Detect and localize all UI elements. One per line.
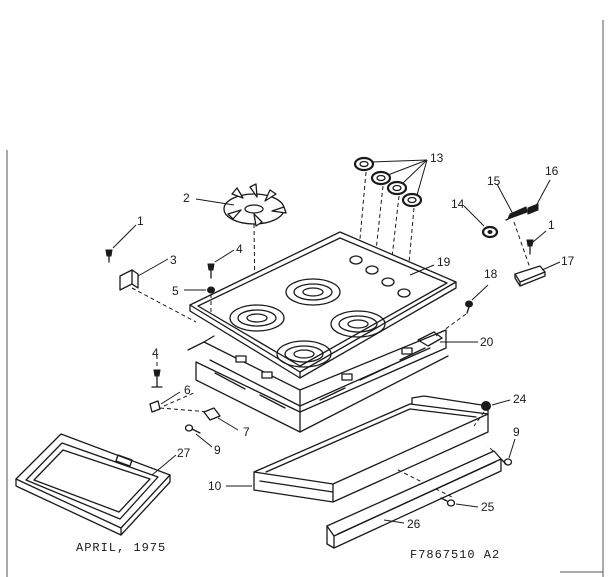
callout-2: 2 bbox=[183, 191, 190, 205]
part-24-knob bbox=[473, 399, 511, 427]
caption-date: APRIL, 1975 bbox=[76, 541, 166, 555]
callout-4-top: 4 bbox=[236, 242, 243, 256]
callout-20: 20 bbox=[480, 335, 494, 349]
callout-7: 7 bbox=[243, 425, 250, 439]
callout-9-left: 9 bbox=[214, 443, 221, 457]
part-2-burner-grate bbox=[195, 183, 287, 301]
part-6-clip bbox=[149, 391, 211, 413]
callout-15: 15 bbox=[487, 174, 501, 188]
part-10-front-panel bbox=[226, 395, 489, 503]
part-26-trim-strip bbox=[326, 450, 502, 549]
part-14-nut bbox=[463, 205, 499, 239]
part-9-screw-left bbox=[184, 424, 213, 448]
callout-13: 13 bbox=[430, 151, 444, 165]
caption-drawing-number: F7867510 A2 bbox=[410, 548, 500, 562]
part-18-screw bbox=[435, 284, 489, 337]
part-4-screw-lower bbox=[151, 356, 163, 388]
part-13-burner-caps bbox=[353, 156, 428, 286]
callout-27: 27 bbox=[177, 446, 191, 460]
part-7-spacer bbox=[203, 407, 239, 431]
callout-18: 18 bbox=[484, 267, 498, 281]
callout-16: 16 bbox=[545, 164, 559, 178]
scan-edges bbox=[6, 20, 604, 577]
callout-9-right: 9 bbox=[513, 425, 520, 439]
callout-3: 3 bbox=[170, 253, 177, 267]
part-19-cooktop bbox=[189, 231, 457, 379]
part-20-burner-box bbox=[163, 329, 478, 433]
part-5-clip bbox=[184, 286, 215, 312]
part-25-screw bbox=[440, 497, 479, 508]
part-16-clip bbox=[527, 179, 551, 215]
part-15-rod bbox=[496, 183, 531, 269]
callout-14: 14 bbox=[451, 197, 465, 211]
part-27-drip-tray bbox=[15, 433, 177, 536]
part-4-screw-top bbox=[207, 249, 235, 279]
callout-1-right: 1 bbox=[548, 218, 555, 232]
callout-25: 25 bbox=[481, 500, 495, 514]
callout-labels: 1 2 3 4 5 4 6 7 9 10 13 14 15 16 1 17 18… bbox=[137, 151, 575, 531]
callout-6: 6 bbox=[184, 383, 191, 397]
part-3-bracket bbox=[119, 258, 197, 323]
callout-24: 24 bbox=[513, 392, 527, 406]
part-17-bracket bbox=[514, 261, 561, 287]
callout-19: 19 bbox=[437, 255, 451, 269]
callout-17: 17 bbox=[561, 254, 575, 268]
callout-1-left: 1 bbox=[137, 214, 144, 228]
part-1-screw-right bbox=[526, 230, 547, 255]
callout-26: 26 bbox=[407, 517, 421, 531]
callout-4-lower: 4 bbox=[152, 346, 159, 360]
part-1-screw-left bbox=[105, 224, 137, 263]
callout-5: 5 bbox=[172, 284, 179, 298]
callout-10: 10 bbox=[208, 479, 222, 493]
